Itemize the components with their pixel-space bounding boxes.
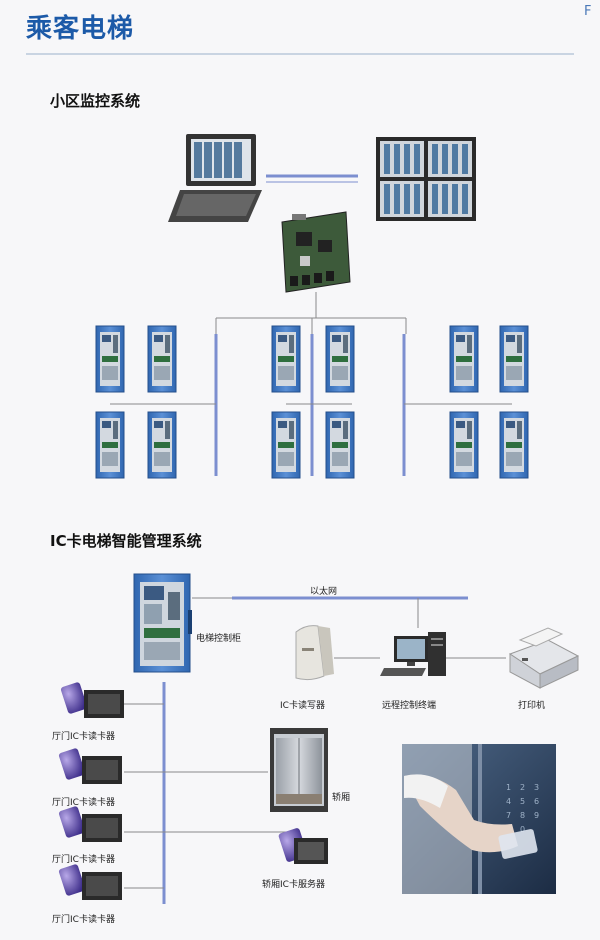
keypad-digit: 6 [534,797,539,806]
elevator-cabinet-icon [147,325,177,393]
section-community-monitoring-title: 小区监控系统 [50,92,141,110]
car-card-server-label: 轿厢IC卡服务器 [262,880,325,890]
section-ic-card-title: IC卡电梯智能管理系统 [50,532,202,550]
elevator-cabinet-icon [449,325,479,393]
elevator-cabinet-icon [95,411,125,479]
card-writer-label: IC卡读写器 [280,701,325,711]
ethernet-label: 以太网 [310,587,338,597]
car-card-server-icon [278,828,328,864]
hall-card-reader-icon [58,748,122,784]
elevator-car-icon [270,728,328,812]
keypad-digit: 4 [506,797,511,806]
elevator-cabinet-icon [499,325,529,393]
elevator-control-cabinet-icon [133,573,192,673]
elevator-cabinets [95,325,529,479]
elevator-cabinet-icon [271,411,301,479]
control-cabinet-label: 电梯控制柜 [196,634,242,644]
card-writer-icon [295,625,334,681]
hall-reader-label-2: 厅门IC卡读卡器 [52,798,115,808]
elevator-cabinet-icon [449,411,479,479]
keypad-digit: 9 [534,811,539,820]
monitor-wall-icon [376,137,476,221]
remote-terminal-icon [380,632,446,676]
hall-reader-label-3: 厅门IC卡读卡器 [52,855,115,865]
keypad-digit: 1 [506,783,511,792]
laptop-icon [168,134,262,222]
keypad-digit: 7 [506,811,511,820]
elevator-cabinet-icon [147,411,177,479]
elevator-cabinet-icon [325,411,355,479]
keypad-digit: 3 [534,783,539,792]
keypad-digit: 2 [520,783,525,792]
corner-mark: F [584,4,592,19]
hall-card-reader-icon [58,864,122,900]
hall-card-reader-icon [58,806,122,842]
elevator-cabinet-icon [499,411,529,479]
keypad-digit: 8 [520,811,525,820]
controller-board-icon [281,211,351,293]
car-label: 轿厢 [332,793,351,803]
remote-terminal-label: 远程控制终端 [382,701,437,711]
hall-card-reader-icon [60,682,124,718]
elevator-cabinet-icon [95,325,125,393]
elevator-cabinet-icon [325,325,355,393]
printer-icon [508,627,580,689]
keypad-digit: 5 [520,797,525,806]
hall-reader-label-4: 厅门IC卡读卡器 [52,915,115,925]
vertical-buses [214,334,406,476]
page-title: 乘客电梯 [26,14,135,44]
hall-reader-label-1: 厅门IC卡读卡器 [52,732,115,742]
keypad-digit: 0 [520,825,525,834]
hall-readers [58,682,124,900]
printer-label: 打印机 [518,701,546,711]
elevator-cabinet-icon [271,325,301,393]
